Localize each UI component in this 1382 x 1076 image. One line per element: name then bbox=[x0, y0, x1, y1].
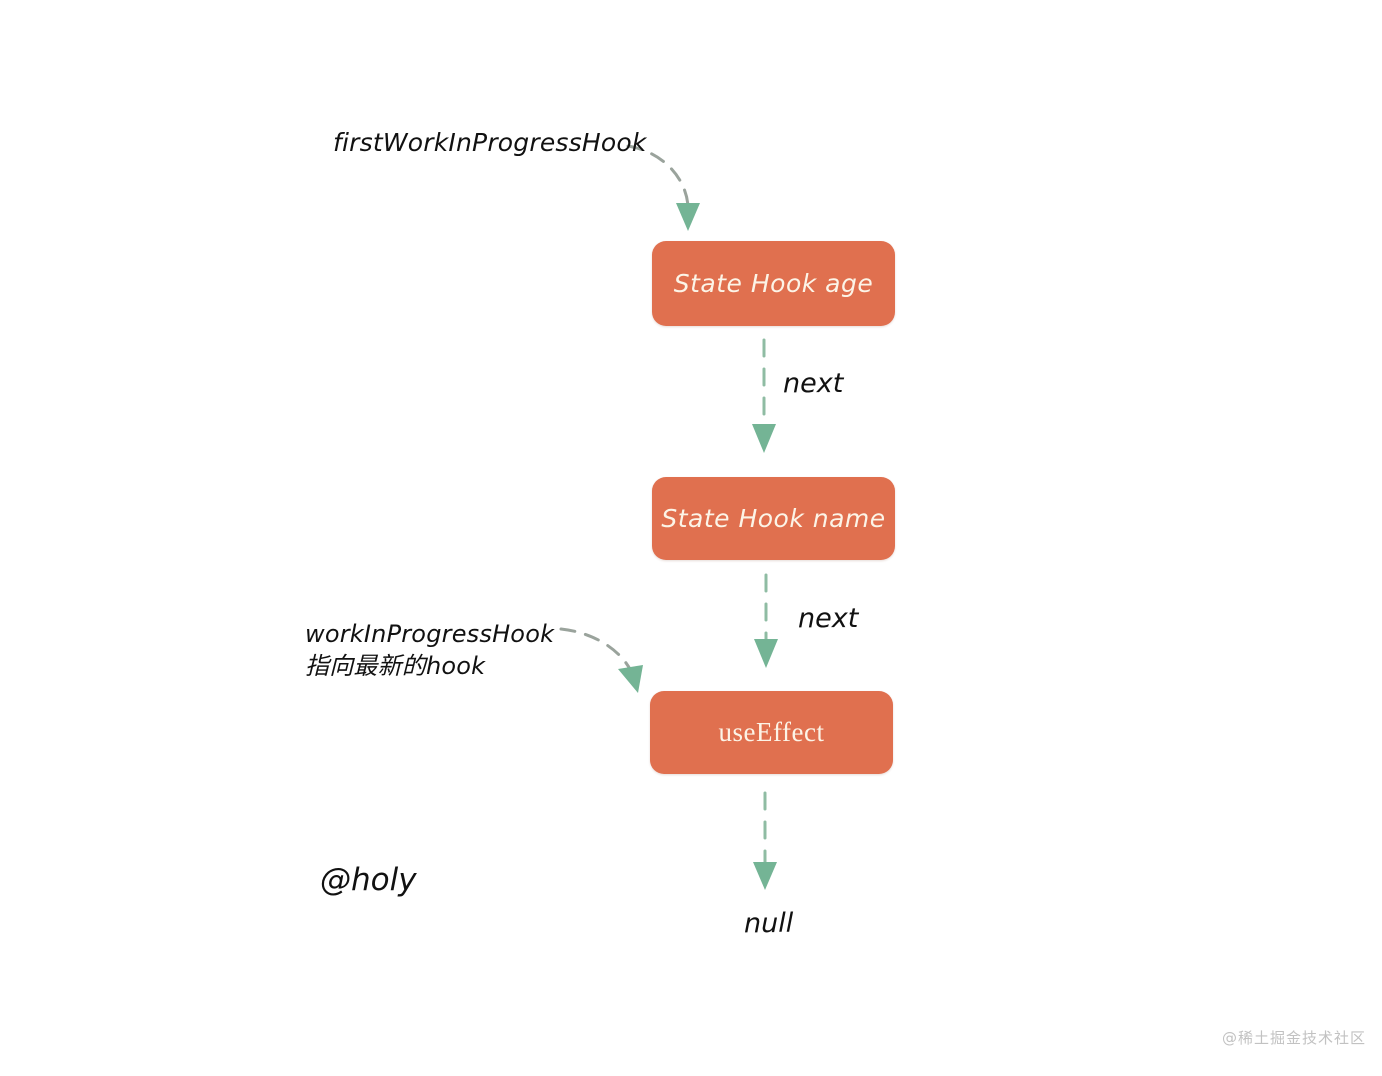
edge-state-hook-age-to-state-hook-name bbox=[752, 338, 776, 453]
watermark: @稀土掘金技术社区 bbox=[1221, 1029, 1366, 1047]
node-use-effect[interactable]: useEffect bbox=[650, 691, 893, 774]
node-state-hook-name[interactable]: State Hook name bbox=[652, 477, 895, 560]
label-first-work-in-progress-hook: firstWorkInProgressHook bbox=[333, 128, 647, 157]
edge-label-next-first: next bbox=[783, 368, 844, 399]
edge-label-next-second: next bbox=[798, 603, 859, 634]
label-author-signature: @holy bbox=[320, 862, 417, 898]
edge-first-wip-hook-to-state-hook-age bbox=[626, 144, 700, 231]
edge-wip-hook-to-use-effect bbox=[559, 627, 643, 693]
label-work-in-progress-hook: workInProgressHook 指向最新的hook bbox=[305, 620, 555, 681]
label-null-terminator: null bbox=[744, 908, 794, 939]
edge-state-hook-name-to-use-effect bbox=[754, 573, 778, 668]
node-state-hook-age[interactable]: State Hook age bbox=[652, 241, 895, 326]
edge-use-effect-to-null bbox=[753, 791, 777, 890]
